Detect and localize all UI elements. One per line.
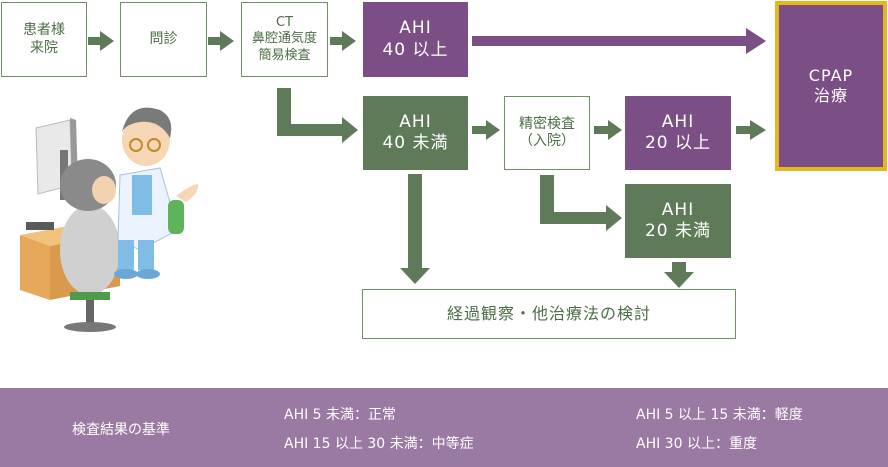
- cpap-line-2: 治療: [813, 86, 848, 105]
- visit-line-1: 患者様: [23, 22, 65, 38]
- ahi-20-under-box: AHI 20 未満: [625, 184, 731, 258]
- arrow-ct-to-ahi40-under: [277, 88, 358, 143]
- observation-box: 経過観察・他治療法の検討: [362, 289, 736, 339]
- patient-illustration: [60, 159, 120, 332]
- arrow-ct-to-ahi40-over: [330, 31, 356, 51]
- legend-item-severe: AHI 30 以上：重度: [636, 436, 757, 452]
- ahi-20-under-line-1: AHI: [661, 199, 695, 220]
- ct-line-3: 簡易検査: [258, 47, 311, 63]
- arrow-visit-to-interview: [88, 31, 114, 51]
- ahi-20-over-line-1: AHI: [661, 111, 695, 132]
- detailed-exam-box: 精密検査 （入院）: [504, 96, 590, 170]
- ahi-40-under-line-2: 40 未満: [382, 133, 449, 153]
- arrow-ahi40-under-to-detailed: [472, 120, 500, 140]
- ahi-20-over-line-2: 20 以上: [644, 133, 712, 153]
- doctor-illustration: [114, 107, 199, 279]
- legend-item-moderate: AHI 15 以上 30 未満：中等症: [284, 436, 474, 452]
- cpap-line-1: CPAP: [808, 66, 854, 85]
- flow-arrows: [88, 31, 766, 288]
- observation-label: 経過観察・他治療法の検討: [446, 304, 651, 323]
- legend-title: 検査結果の基準: [72, 422, 170, 438]
- ct-box: CT 鼻腔通気度 簡易検査: [241, 2, 328, 77]
- ct-line-2: 鼻腔通気度: [251, 31, 317, 47]
- ct-line-1: CT: [275, 15, 294, 31]
- arrow-ahi40-over-to-cpap: [472, 28, 766, 54]
- ahi-40-over-line-2: 40 以上: [382, 39, 449, 60]
- cpap-box: CPAP 治療: [775, 1, 887, 171]
- legend-item-normal: AHI 5 未満：正常: [284, 407, 397, 423]
- ahi-40-over-line-1: AHI: [399, 18, 432, 39]
- arrow-detailed-to-ahi20-over: [594, 120, 622, 140]
- legend-item-mild: AHI 5 以上 15 未満：軽度: [636, 407, 803, 423]
- ahi-20-under-line-2: 20 未満: [644, 221, 712, 241]
- detailed-exam-line-2: （入院）: [519, 133, 575, 149]
- ahi-40-over-box: AHI 40 以上: [363, 2, 468, 77]
- arrow-ahi20-over-to-cpap: [736, 120, 766, 140]
- arrow-ahi20-under-to-observation: [664, 262, 694, 288]
- interview-label: 問診: [149, 30, 178, 47]
- interview-box: 問診: [120, 2, 207, 77]
- visit-box: 患者様 来院: [1, 2, 87, 77]
- visit-line-2: 来院: [30, 39, 58, 56]
- arrow-interview-to-ct: [208, 31, 234, 51]
- ahi-40-under-line-1: AHI: [399, 111, 432, 132]
- arrow-detailed-to-ahi20-under: [540, 175, 622, 231]
- criteria-legend: 検査結果の基準 AHI 5 未満：正常 AHI 5 以上 15 未満：軽度 AH…: [0, 388, 888, 467]
- ahi-40-under-box: AHI 40 未満: [363, 96, 468, 170]
- arrow-ahi40-under-to-observation: [400, 174, 430, 284]
- detailed-exam-line-1: 精密検査: [519, 115, 575, 132]
- ahi-20-over-box: AHI 20 以上: [625, 96, 731, 170]
